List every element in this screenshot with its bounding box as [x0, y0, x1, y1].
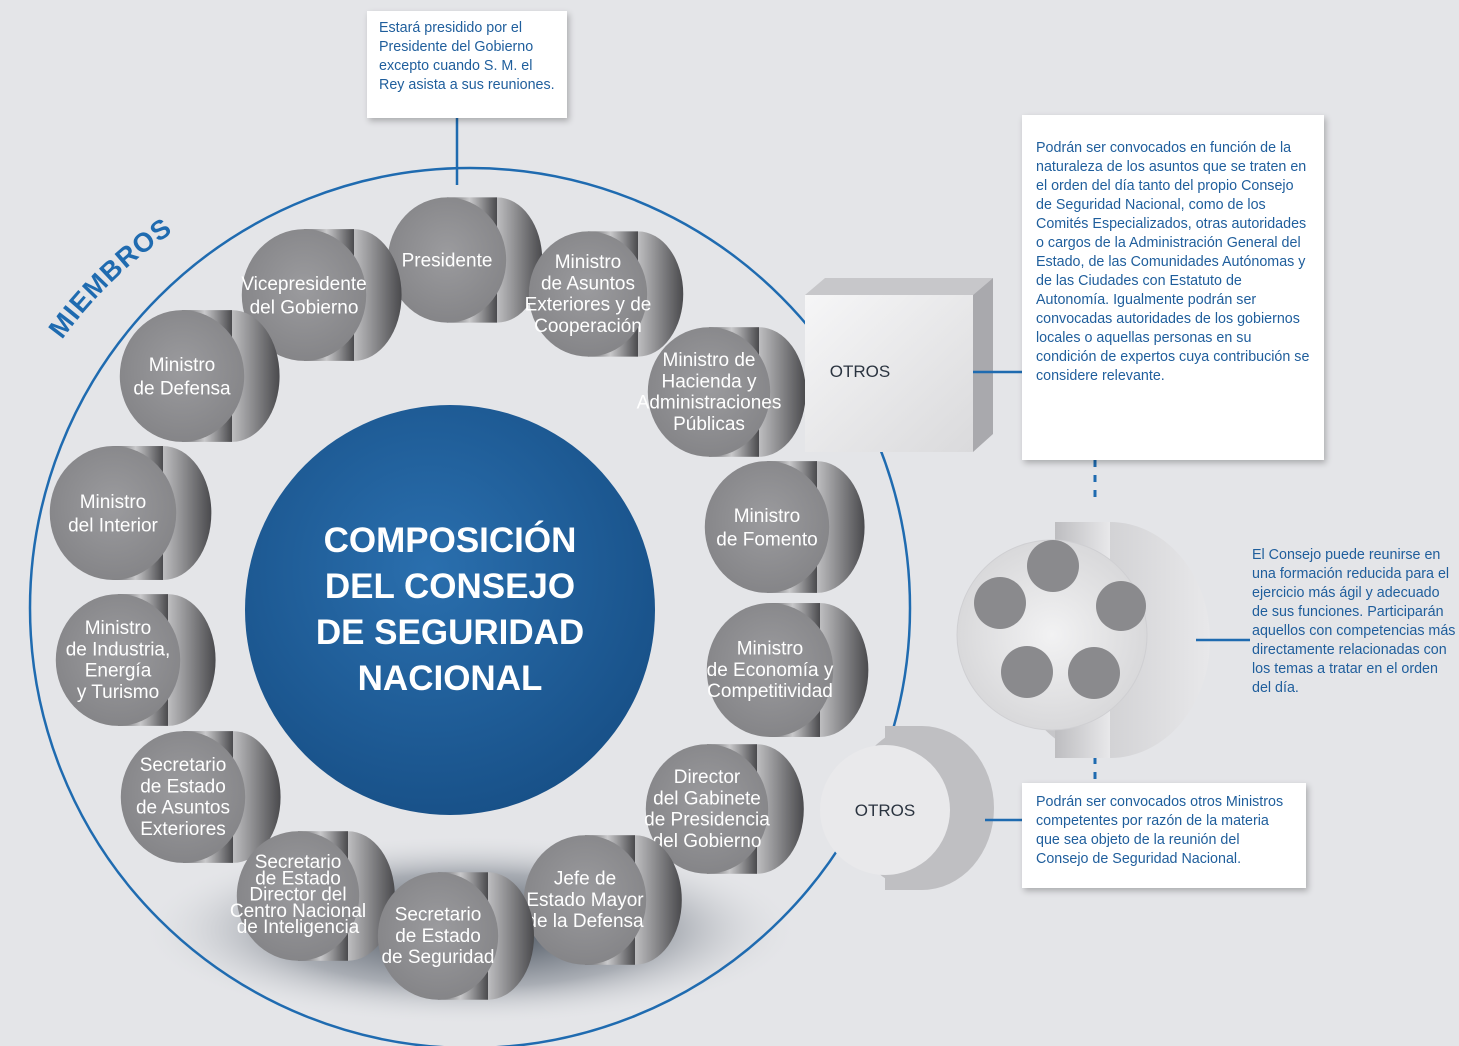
member-label-jefe-estado-mayor: Jefe de [554, 869, 616, 890]
member-label-ministro-interior: del Interior [68, 516, 158, 537]
member-label-ministro-hacienda: Administraciones [637, 393, 782, 414]
member-label-ministro-economia: Competitividad [707, 681, 833, 702]
member-label-secretario-asuntos-exteriores: de Estado [140, 776, 226, 797]
reduced-member-dot [1068, 647, 1120, 699]
otros-cylinder: OTROS [820, 726, 994, 890]
member-label-ministro-defensa: de Defensa [133, 379, 231, 400]
member-label-ministro-hacienda: Públicas [673, 414, 745, 435]
member-label-vicepresidente: Vicepresidente [241, 274, 366, 295]
otros-cylinder-label: OTROS [855, 801, 915, 820]
member-cylinder-ministro-fomento: Ministro de Fomento [704, 461, 865, 593]
member-cylinder-ministro-interior: Ministro del Interior [49, 446, 212, 580]
members-ring [28, 166, 912, 1046]
member-label-presidente: Presidente [402, 251, 493, 272]
member-label-secretario-cni: Centro Nacional [230, 901, 366, 922]
member-label-secretario-cni: Director del [249, 885, 346, 906]
otros-box-label: OTROS [830, 362, 890, 381]
hub-title-line-2: DEL CONSEJO [325, 567, 575, 606]
member-label-ministro-industria: Energía [85, 661, 152, 682]
hub-title-line-4: NACIONAL [358, 659, 543, 698]
otros-box: OTROS [805, 278, 993, 452]
member-label-secretario-seguridad: Secretario [395, 905, 482, 926]
member-label-ministro-hacienda: Ministro de [663, 350, 756, 371]
member-label-jefe-estado-mayor: Estado Mayor [526, 890, 644, 911]
member-label-director-gabinete: de Presidencia [644, 810, 770, 831]
reduced-formation-note: El Consejo puede reunirse en una formaci… [1252, 547, 1456, 696]
member-label-secretario-seguridad: de Seguridad [381, 947, 494, 968]
hub-title-line-3: DE SEGURIDAD [316, 613, 584, 652]
member-label-secretario-seguridad: de Estado [395, 926, 481, 947]
member-cylinder-vicepresidente: Vicepresidente del Gobierno [241, 229, 402, 361]
otros-box-note: Podrán ser convocados en función de la n… [1022, 115, 1324, 460]
member-label-ministro-industria: Ministro [85, 618, 152, 639]
member-label-ministro-industria: de Industria, [66, 639, 171, 660]
hub-circle [245, 405, 655, 815]
member-label-ministro-fomento: de Fomento [716, 530, 817, 551]
member-label-secretario-asuntos-exteriores: Secretario [140, 755, 227, 776]
member-label-ministro-industria: y Turismo [77, 682, 159, 703]
member-label-director-gabinete: Director [674, 767, 741, 788]
member-label-director-gabinete: del Gobierno [653, 831, 762, 852]
reduced-member-dot [1096, 581, 1146, 631]
hub-title-line-1: COMPOSICIÓN [324, 520, 577, 560]
member-cylinder-presidente: Presidente [387, 197, 543, 323]
presidency-note: Estará presidido por el Presidente del G… [367, 11, 567, 118]
member-label-director-gabinete: del Gabinete [653, 788, 761, 809]
member-cylinder-ministro-defensa: Ministro de Defensa [119, 310, 280, 442]
member-label-jefe-estado-mayor: de la Defensa [526, 911, 644, 932]
member-label-ministro-asuntos-exteriores: Ministro [555, 252, 622, 273]
member-label-ministro-asuntos-exteriores: Exteriores y de [525, 295, 652, 316]
member-label-ministro-asuntos-exteriores: de Asuntos [541, 273, 635, 294]
reduced-member-dot [974, 577, 1026, 629]
member-label-ministro-fomento: Ministro [734, 506, 801, 527]
member-label-secretario-cni: de Estado [255, 868, 341, 889]
member-label-ministro-economia: de Economía y [707, 660, 834, 681]
reduced-formation-wheel [956, 522, 1210, 758]
member-label-vicepresidente: del Gobierno [250, 298, 359, 319]
member-label-secretario-asuntos-exteriores: de Asuntos [136, 798, 230, 819]
member-label-ministro-hacienda: Hacienda y [661, 371, 757, 392]
member-label-secretario-cni: Secretario [255, 852, 342, 873]
member-label-ministro-asuntos-exteriores: Cooperación [534, 316, 642, 337]
member-label-ministro-economia: Ministro [737, 639, 804, 660]
otros-cylinder-note: Podrán ser convocados otros Ministros co… [1022, 783, 1306, 888]
member-label-ministro-defensa: Ministro [149, 355, 216, 376]
reduced-member-dot [1027, 540, 1079, 592]
reduced-member-dot [1001, 646, 1053, 698]
member-label-secretario-asuntos-exteriores: Exteriores [140, 819, 226, 840]
member-label-secretario-cni: de Inteligencia [237, 917, 360, 938]
member-label-ministro-interior: Ministro [80, 492, 147, 513]
